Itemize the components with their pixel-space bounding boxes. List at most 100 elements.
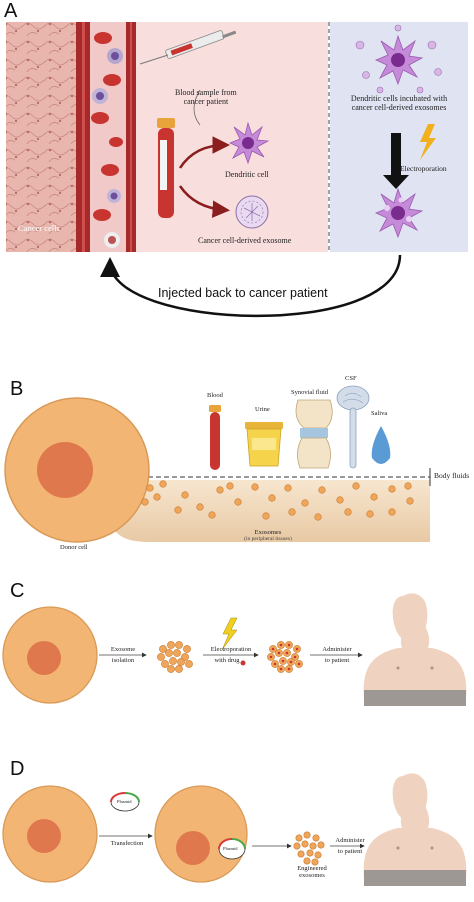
exosome-group-isolated [157, 641, 193, 673]
transfection-label: Transfection [110, 840, 144, 847]
red-blood-cells [91, 32, 123, 221]
exosome-dot [295, 834, 303, 842]
dendritic-cell-icon [228, 121, 270, 165]
engineered-exosomes-label: Engineered exosomes [297, 865, 327, 880]
surrounding-exosomes [355, 24, 442, 94]
exosome-dot [157, 653, 165, 661]
exosome-dot [181, 491, 189, 499]
plasmid-label-cell: Plasmid [223, 846, 238, 851]
exosome-dot [406, 497, 414, 505]
exosome-dot [175, 641, 183, 649]
exosome-dot [312, 834, 320, 842]
exosome-dot [301, 499, 309, 507]
drug-load-dot [295, 647, 299, 651]
exosome-dot [309, 842, 317, 850]
exosome-dot [388, 508, 396, 516]
electroporation-drug-label: Electroporation with drug [210, 646, 252, 665]
urine-cup-icon [245, 422, 283, 467]
syringe-icon [139, 30, 237, 65]
drug-load-dot [287, 643, 291, 647]
drug-load-dot [273, 662, 277, 666]
drug-load-dot [289, 660, 293, 664]
exosome-dot [314, 513, 322, 521]
panel-c [2, 593, 467, 706]
exosome-dot [167, 641, 175, 649]
administer-label-d: Administer to patient [335, 837, 365, 856]
drug-load-dot [293, 655, 297, 659]
synovial-joint-icon [295, 399, 333, 469]
exosome-group-loaded [267, 641, 303, 673]
exosome-dot [344, 508, 352, 516]
urine-label: Urine [255, 406, 270, 413]
drug-load-dot [279, 667, 283, 671]
patient-figure-d [363, 773, 467, 886]
blood-sample-label: Blood sample from cancer patient [175, 88, 237, 107]
saliva-label: Saliva [371, 410, 388, 417]
panel-a [6, 22, 468, 318]
panel-label-c: C [10, 580, 25, 602]
exosome-dot [183, 645, 191, 653]
exosome-isolation-label: Exosome isolation [110, 646, 136, 665]
blood-tube-b-icon [209, 405, 221, 470]
exosome-dot [317, 841, 325, 849]
exosomes-label: Exosomes (in peripheral tissues) [244, 529, 292, 543]
exosome-dot [336, 496, 344, 504]
exosome-dot [169, 657, 177, 665]
exosome-dot [165, 649, 173, 657]
return-arrow [100, 254, 402, 318]
electroporation-lightning-icon [221, 617, 238, 651]
exosome-icon [235, 195, 269, 229]
saliva-drop-icon [371, 426, 391, 464]
drug-load-dot [285, 651, 289, 655]
exosome-dot [388, 485, 396, 493]
exosome-dot [226, 482, 234, 490]
exosome-dot [196, 503, 204, 511]
exosome-dot [293, 842, 301, 850]
exosome-dot [268, 494, 276, 502]
exosome-dot [306, 849, 314, 857]
arrow-to-exosome [178, 185, 230, 218]
exosome-dot [146, 484, 154, 492]
exosome-dot [311, 858, 319, 866]
dendritic-cell-label: Dendritic cell [225, 170, 269, 179]
incubated-label: Dendritic cells incubated with cancer ce… [350, 94, 448, 113]
exosome-dot [208, 511, 216, 519]
exosome-dot [366, 510, 374, 518]
exosome-dot [175, 665, 183, 673]
synovial-label: Synovial fluid [291, 389, 329, 396]
panel-label-d: D [10, 758, 25, 780]
drug-dot-icon [240, 660, 246, 666]
engineered-exosome-group [293, 831, 325, 866]
arrow-to-dendritic [178, 136, 230, 169]
csf-brain-spine-icon [336, 385, 370, 469]
electroporation-label-a: Electroporation [400, 164, 447, 173]
csf-label: CSF [345, 375, 357, 382]
exosome-dot [216, 486, 224, 494]
blood-tube-icon [157, 118, 175, 218]
exosome-dot [173, 649, 181, 657]
down-arrow [383, 133, 409, 189]
exosome-dot [159, 480, 167, 488]
blood-label: Blood [207, 392, 223, 399]
exosome-dot [251, 483, 259, 491]
exosome-dot [370, 493, 378, 501]
panel-label-a: A [4, 0, 18, 22]
drug-load-dot [287, 667, 291, 671]
dendritic-cell-top-icon [374, 34, 424, 86]
administer-label-c: Administer to patient [322, 646, 352, 665]
panel-d [2, 773, 467, 886]
peripheral-tissue [112, 480, 430, 542]
cancer-cells-label: Cancer cells [18, 223, 60, 233]
exosome-dot [303, 831, 311, 839]
injected-back-label: Injected back to cancer patient [158, 286, 328, 300]
exosome-dot [284, 484, 292, 492]
cancer-tissue [6, 22, 80, 252]
panel-label-b: B [10, 378, 24, 400]
exosome-dot [177, 658, 185, 666]
drug-load-dot [279, 643, 283, 647]
exosome-dot [141, 498, 149, 506]
donor-cell-c [2, 606, 98, 704]
plasmid-label: Plasmid [117, 799, 132, 804]
exosome-dot [167, 665, 175, 673]
exosome-dot [234, 498, 242, 506]
